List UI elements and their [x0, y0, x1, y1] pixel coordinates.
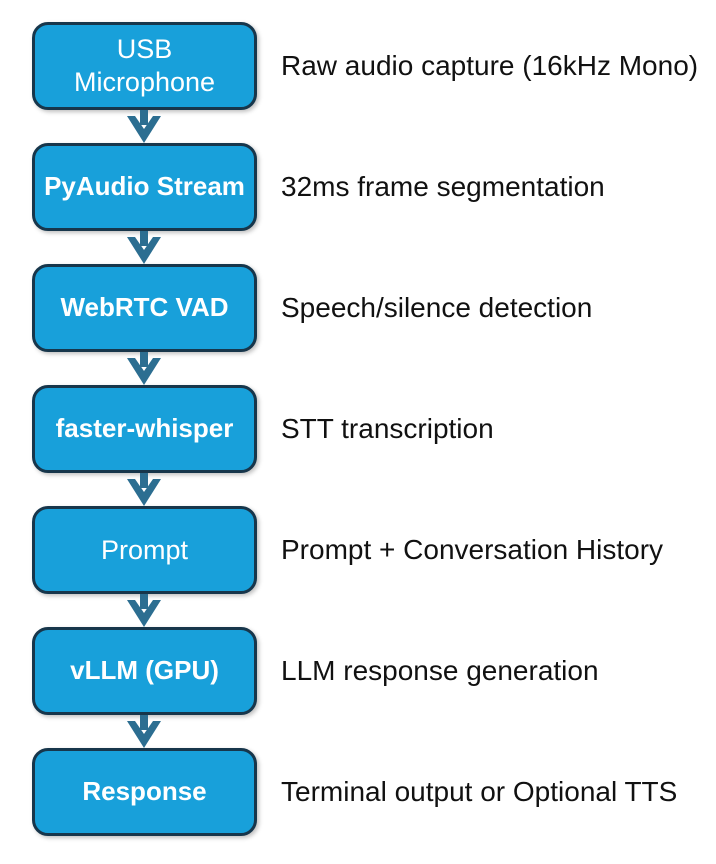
flow-node-usb-microphone: USB Microphone — [32, 22, 257, 110]
step-description: Prompt + Conversation History — [281, 534, 664, 565]
flow-connector — [0, 715, 716, 748]
step-description: STT transcription — [281, 413, 494, 444]
flow-connector — [0, 594, 716, 627]
arrow-down-icon — [127, 473, 161, 506]
flow-node-pyaudio-stream: PyAudio Stream — [32, 143, 257, 231]
flow-node-label: WebRTC VAD — [60, 292, 229, 323]
flow-node-label: USB Microphone — [73, 34, 216, 97]
flow-step-usb-microphone: USB Microphone Raw audio capture (16kHz … — [32, 22, 716, 110]
flow-step-webrtc-vad: WebRTC VAD Speech/silence detection — [32, 264, 716, 352]
flow-connector — [0, 110, 716, 143]
flow-node-webrtc-vad: WebRTC VAD — [32, 264, 257, 352]
step-description: Raw audio capture (16kHz Mono) — [281, 50, 699, 81]
flow-node-vllm-gpu: vLLM (GPU) — [32, 627, 257, 715]
flow-node-label: Response — [82, 776, 207, 807]
flow-step-pyaudio-stream: PyAudio Stream 32ms frame segmentation — [32, 143, 716, 231]
flow-step-vllm-gpu: vLLM (GPU) LLM response generation — [32, 627, 716, 715]
flow-node-label: faster-whisper — [55, 413, 234, 444]
flow-node-faster-whisper: faster-whisper — [32, 385, 257, 473]
step-description: LLM response generation — [281, 655, 599, 686]
step-description: 32ms frame segmentation — [281, 171, 605, 202]
arrow-down-icon — [127, 231, 161, 264]
flow-connector — [0, 231, 716, 264]
arrow-down-icon — [127, 352, 161, 385]
arrow-down-icon — [127, 594, 161, 627]
flow-node-response: Response — [32, 748, 257, 836]
flow-node-label: Prompt — [100, 534, 189, 565]
flow-node-label: vLLM (GPU) — [70, 655, 219, 686]
flow-node-label: PyAudio Stream — [44, 171, 245, 202]
step-description: Speech/silence detection — [281, 292, 593, 323]
flow-connector — [0, 473, 716, 506]
arrow-down-icon — [127, 110, 161, 143]
flow-connector — [0, 352, 716, 385]
flow-step-prompt: Prompt Prompt + Conversation History — [32, 506, 716, 594]
flow-node-prompt: Prompt — [32, 506, 257, 594]
arrow-down-icon — [127, 715, 161, 748]
flow-step-response: Response Terminal output or Optional TTS — [32, 748, 716, 836]
step-description: Terminal output or Optional TTS — [281, 776, 678, 807]
flow-step-faster-whisper: faster-whisper STT transcription — [32, 385, 716, 473]
